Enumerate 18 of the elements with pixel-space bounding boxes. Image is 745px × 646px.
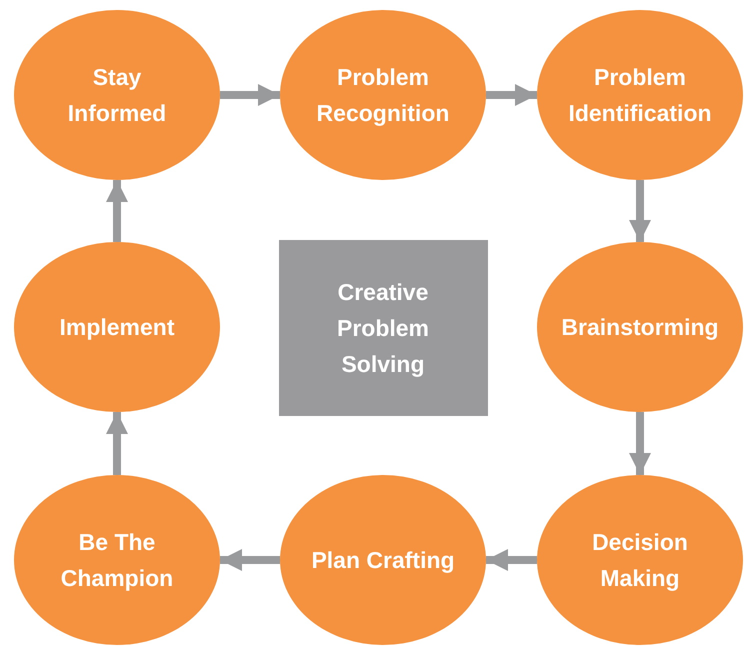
step-label: Problem Recognition	[316, 63, 450, 128]
arrow	[629, 180, 651, 242]
step-label: Stay Informed	[66, 63, 168, 128]
step-label: Problem Identification	[567, 63, 713, 128]
step-label: Plan Crafting	[311, 546, 455, 575]
step-label: Decision Making	[591, 528, 689, 593]
arrow	[106, 180, 128, 242]
arrow	[486, 549, 537, 571]
step-label: Brainstorming	[561, 313, 719, 342]
step-label: Implement	[59, 313, 175, 342]
center-label: Creative Problem Solving	[336, 278, 430, 379]
arrow	[220, 549, 280, 571]
step-label: Be The Champion	[60, 528, 174, 593]
arrow	[629, 412, 651, 475]
arrow	[106, 412, 128, 475]
arrow	[486, 84, 537, 106]
arrow	[220, 84, 280, 106]
center-box	[278, 240, 488, 416]
